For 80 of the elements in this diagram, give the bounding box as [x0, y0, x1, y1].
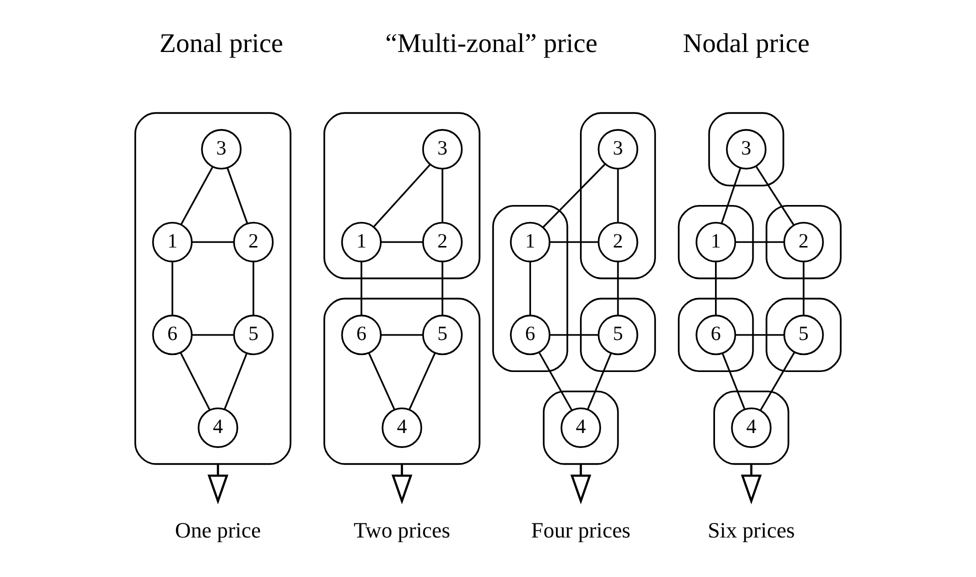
- arrow: [392, 464, 412, 504]
- node-circle: 1: [696, 222, 736, 262]
- connector: [252, 262, 254, 316]
- cluster: [492, 204, 568, 372]
- cluster: [678, 204, 754, 280]
- connector: [442, 262, 444, 316]
- node-circle: 1: [152, 222, 193, 262]
- cluster: [678, 298, 754, 372]
- node-circle: 6: [341, 314, 382, 356]
- cluster: [323, 298, 480, 465]
- cluster: [766, 298, 842, 372]
- connector: [715, 262, 717, 316]
- cluster: [134, 112, 292, 465]
- connector: [736, 334, 784, 336]
- connector: [802, 262, 804, 316]
- node-circle: 5: [598, 314, 638, 356]
- label: Nodal price: [682, 28, 810, 58]
- node-circle: 6: [152, 314, 193, 356]
- connector: [172, 262, 174, 316]
- node-circle: 4: [382, 407, 422, 448]
- node-circle: 1: [510, 222, 550, 262]
- cluster: [580, 298, 656, 372]
- node-circle: 5: [233, 314, 274, 356]
- cluster: [323, 112, 480, 280]
- node-circle: 4: [560, 407, 602, 448]
- connector: [617, 169, 619, 222]
- cluster: [580, 112, 656, 280]
- connector: [226, 168, 248, 224]
- node-circle: 3: [201, 129, 242, 170]
- arrow: [208, 464, 228, 504]
- connector: [550, 241, 598, 243]
- node-text: Four prices: [531, 517, 630, 542]
- connector: [373, 164, 430, 228]
- node-circle: 3: [422, 129, 463, 170]
- connector: [442, 169, 444, 222]
- node-circle: 3: [726, 129, 766, 170]
- node-circle: 2: [598, 222, 638, 262]
- connector: [617, 262, 619, 316]
- node-text: Six prices: [708, 517, 795, 542]
- connector: [720, 168, 742, 224]
- node-circle: 4: [731, 407, 772, 448]
- node-circle: 1: [341, 222, 382, 262]
- node-circle: 6: [510, 314, 550, 356]
- connector: [192, 241, 234, 243]
- node-circle: 3: [598, 129, 638, 170]
- label: Zonal price: [159, 28, 284, 58]
- connector: [368, 352, 396, 410]
- connector: [550, 334, 598, 336]
- connector: [180, 352, 210, 410]
- connector: [408, 352, 436, 410]
- connector: [180, 166, 214, 224]
- node-text: Two prices: [354, 517, 450, 542]
- node-circle: 2: [233, 222, 274, 262]
- connector: [756, 166, 794, 226]
- connector: [224, 354, 248, 410]
- node-circle: 6: [696, 314, 736, 356]
- label: “Multi-zonal” price: [385, 28, 598, 58]
- cluster: [766, 204, 842, 280]
- connector: [586, 354, 612, 410]
- node-circle: 4: [198, 407, 238, 448]
- cluster: [542, 390, 619, 465]
- connector: [360, 262, 362, 316]
- connector: [538, 352, 573, 411]
- node-text: One price: [175, 517, 261, 542]
- node-circle: 5: [783, 314, 824, 356]
- connector: [722, 354, 746, 410]
- cluster: [713, 390, 790, 465]
- connector: [736, 241, 784, 243]
- cluster: [708, 112, 784, 186]
- node-circle: 5: [422, 314, 463, 356]
- connector: [529, 262, 532, 316]
- node-circle: 2: [783, 222, 824, 262]
- arrow: [570, 464, 592, 504]
- connector: [542, 164, 606, 228]
- connector: [760, 352, 796, 410]
- connector: [381, 241, 423, 243]
- arrow: [740, 464, 762, 504]
- connector: [192, 334, 234, 336]
- connector: [381, 334, 423, 336]
- node-circle: 2: [422, 222, 463, 262]
